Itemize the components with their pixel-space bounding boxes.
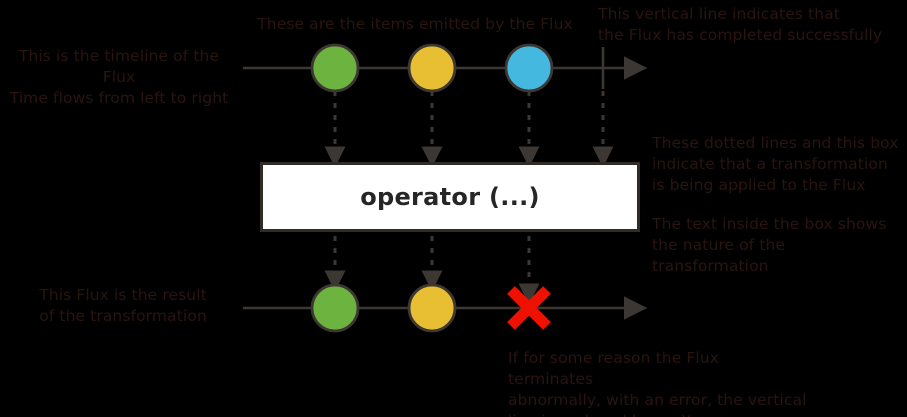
annotation-items: These are the items emitted by the Flux: [257, 15, 573, 33]
result-marble-yellow: [407, 283, 457, 333]
result-timeline-group: [243, 283, 648, 333]
dotted-arrows-into-operator: [324, 91, 614, 168]
annotation-timeline: This is the timeline of the Flux Time fl…: [9, 47, 229, 107]
annotation-result: This Flux is the result of the transform…: [39, 286, 207, 325]
annotation-transformation: These dotted lines and this box indicate…: [652, 134, 899, 194]
annotation-box-text: The text inside the box shows the nature…: [652, 215, 887, 275]
dotted-arrows-out-of-operator: [324, 236, 540, 305]
source-marble-yellow: [407, 43, 457, 93]
result-marble-green: [310, 283, 360, 333]
annotation-completion: This vertical line indicates that the Fl…: [598, 5, 883, 44]
error-x-icon: [507, 286, 551, 330]
source-timeline-group: [243, 43, 648, 93]
source-marble-blue: [504, 43, 554, 93]
operator-label: operator (...): [360, 183, 540, 211]
operator-box: operator (...): [260, 162, 640, 232]
annotation-error: If for some reason the Flux terminates a…: [508, 349, 807, 417]
source-marble-green: [310, 43, 360, 93]
